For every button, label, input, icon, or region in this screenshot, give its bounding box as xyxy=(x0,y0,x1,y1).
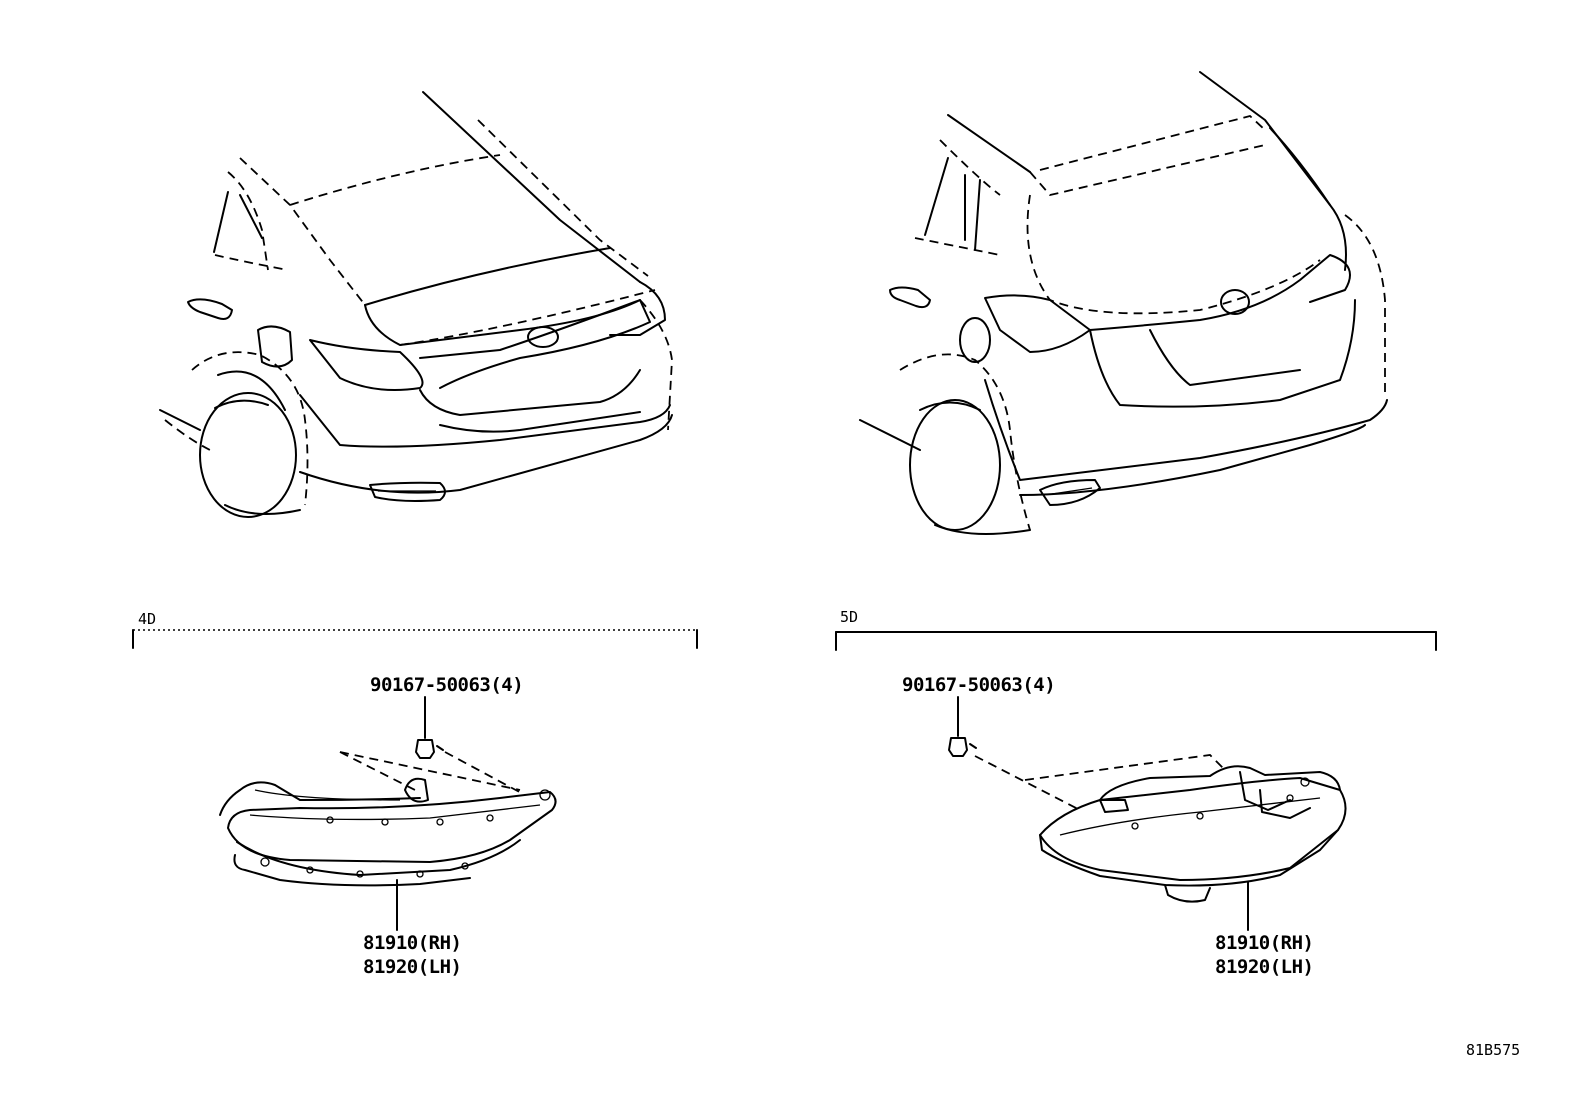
group-label-4d: 4D xyxy=(138,610,157,628)
part-lh-label-5d: 81920(LH) xyxy=(1215,956,1314,978)
fastener-label-4d: 90167-50063(4) xyxy=(370,674,524,696)
hatchback-reflector-assembly xyxy=(948,696,1347,931)
part-lh-label-4d: 81920(LH) xyxy=(363,956,462,978)
bracket-5d xyxy=(835,631,1437,651)
hatchback-rear-view xyxy=(859,71,1388,535)
fastener-label-5d: 90167-50063(4) xyxy=(902,674,1056,696)
part-rh-label-4d: 81910(RH) xyxy=(363,932,462,954)
sedan-reflector-assembly xyxy=(219,696,557,931)
group-label-5d: 5D xyxy=(840,608,859,626)
part-rh-label-5d: 81910(RH) xyxy=(1215,932,1314,954)
illustration-code: 81B575 xyxy=(1466,1041,1521,1059)
bracket-4d xyxy=(132,629,698,649)
sedan-rear-view xyxy=(159,91,673,518)
